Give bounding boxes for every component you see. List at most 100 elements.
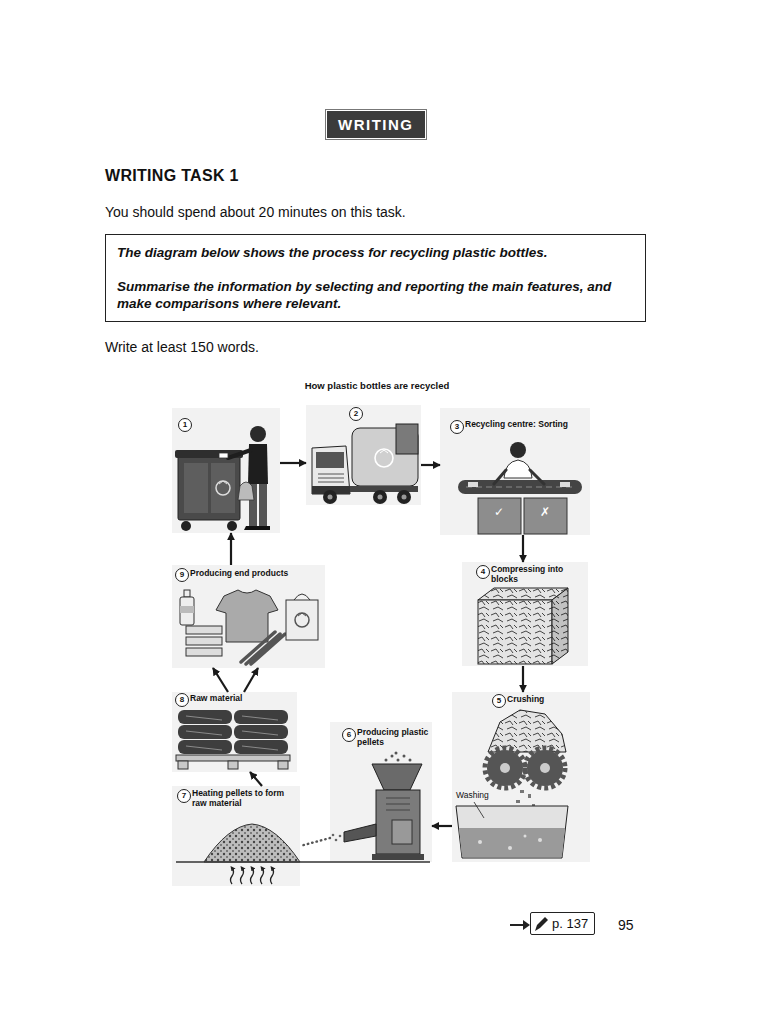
- compressed-block: [478, 600, 552, 664]
- recycling-bin-figure: [238, 482, 254, 500]
- crusher-and-washer: [488, 710, 566, 752]
- pellet-machine: [395, 752, 398, 755]
- crusher-and-washer: [508, 846, 512, 850]
- step-number: 3: [450, 420, 464, 434]
- heated-pellet-pile: [251, 868, 254, 884]
- sorting-station: [466, 487, 574, 488]
- recycling-bin-figure: [219, 481, 227, 484]
- recycling-bin-figure: [228, 450, 251, 458]
- heated-pellet-pile: [231, 868, 274, 884]
- heated-pellet-pile: [231, 868, 234, 884]
- sorting-station: [510, 442, 526, 458]
- pellet-machine: [409, 759, 412, 762]
- pellet-machine: [385, 752, 412, 762]
- end-products: [298, 613, 306, 616]
- end-products: [295, 613, 309, 627]
- recycling-bin-figure: [211, 463, 235, 513]
- pellet-machine: [332, 834, 342, 842]
- washing-label: Washing: [456, 790, 489, 800]
- panel-ground: [306, 405, 421, 505]
- pellet-machine: [386, 798, 410, 810]
- recycling-bin-figure: [259, 484, 267, 526]
- pellet-machine: [332, 752, 424, 861]
- collection-truck: [373, 490, 387, 504]
- step-caption: Crushing: [507, 695, 577, 705]
- panel-ground: [172, 408, 280, 533]
- crusher-and-washer: [478, 840, 482, 844]
- section-band: WRITING: [327, 111, 425, 138]
- crusher-and-washer: [524, 835, 527, 838]
- collection-truck: [397, 490, 411, 504]
- raw-material-pallet: [234, 725, 288, 739]
- crusher-and-washer: [538, 838, 542, 842]
- panel-ground: [452, 692, 590, 862]
- crusher-and-washer: [456, 806, 568, 858]
- end-products: [186, 637, 222, 645]
- compressed-block: [552, 588, 568, 664]
- crusher-and-washer: [528, 794, 531, 798]
- flow-arrow: [213, 668, 228, 692]
- collection-truck: [312, 424, 418, 504]
- end-products: [294, 594, 310, 600]
- pellet-machine: [344, 824, 376, 842]
- collection-truck: [402, 495, 407, 500]
- panel-ground: [330, 722, 432, 862]
- sorting-station: [468, 482, 478, 487]
- collection-truck: [375, 449, 393, 467]
- heated-pellet-pile: [271, 868, 274, 884]
- pellet-machine: [372, 764, 422, 790]
- step-caption: Producing plastic pellets: [357, 728, 431, 747]
- sorting-station: [524, 498, 567, 534]
- heated-pellet-pile: [176, 824, 430, 884]
- pellet-machine: [335, 839, 338, 842]
- panel-ground: [172, 405, 590, 886]
- panel-ground: [172, 692, 297, 772]
- step-panel: 9Producing end products: [172, 565, 325, 668]
- step-panel: 1: [172, 408, 280, 533]
- crusher-and-washer: [459, 828, 565, 857]
- recycling-bin-figure: [184, 463, 208, 513]
- crusher-and-washer: [525, 748, 565, 788]
- step-number: 7: [177, 789, 191, 803]
- flow-arrow: [522, 666, 524, 692]
- crusher-and-washer: [540, 763, 550, 773]
- pellet-machine: [376, 790, 420, 854]
- section-title: WRITING: [338, 115, 414, 135]
- recycling-bin-figure: [219, 453, 228, 458]
- step-number: 1: [178, 418, 192, 432]
- bin-mark: ✗: [540, 505, 550, 519]
- step-caption: Compressing into blocks: [491, 565, 571, 584]
- recycling-bin-figure: [244, 526, 270, 530]
- raw-material-pallet: [178, 710, 288, 754]
- footer-icons: [510, 924, 523, 926]
- step-panel: 6Producing plastic pellets: [330, 722, 432, 862]
- pellet-machine: [403, 755, 406, 758]
- prompt-text: Summarise the information by selecting a…: [117, 278, 634, 312]
- raw-material-pallet: [186, 716, 278, 750]
- recycling-bin-figure: [175, 426, 270, 531]
- collection-truck: [318, 474, 344, 482]
- panel-ground: [462, 562, 588, 666]
- footer-icons: [535, 917, 548, 931]
- step-caption: Recycling centre: Sorting: [465, 420, 590, 430]
- heated-pellet-pile: [176, 861, 430, 863]
- crusher-and-washer: [516, 800, 520, 803]
- panel-ground: [172, 786, 300, 886]
- end-products: [184, 590, 190, 597]
- step-panel: 3Recycling centre: Sorting: [440, 408, 590, 535]
- raw-material-pallet: [278, 761, 288, 769]
- recycling-bin-figure: [250, 426, 266, 442]
- crusher-and-washer: [520, 790, 524, 793]
- end-products: [180, 590, 318, 664]
- sorting-station: [478, 498, 521, 534]
- task-prompt-box: The diagram below shows the process for …: [105, 234, 646, 322]
- heated-pellet-pile: [261, 868, 264, 884]
- crusher-and-washer: [474, 802, 484, 818]
- page-number: 95: [618, 917, 634, 933]
- footer-icons: [510, 917, 548, 931]
- pellet-machine: [372, 854, 424, 860]
- page-ref: p. 137: [552, 916, 588, 931]
- sorting-station: [458, 442, 582, 534]
- raw-material-pallet: [178, 740, 232, 754]
